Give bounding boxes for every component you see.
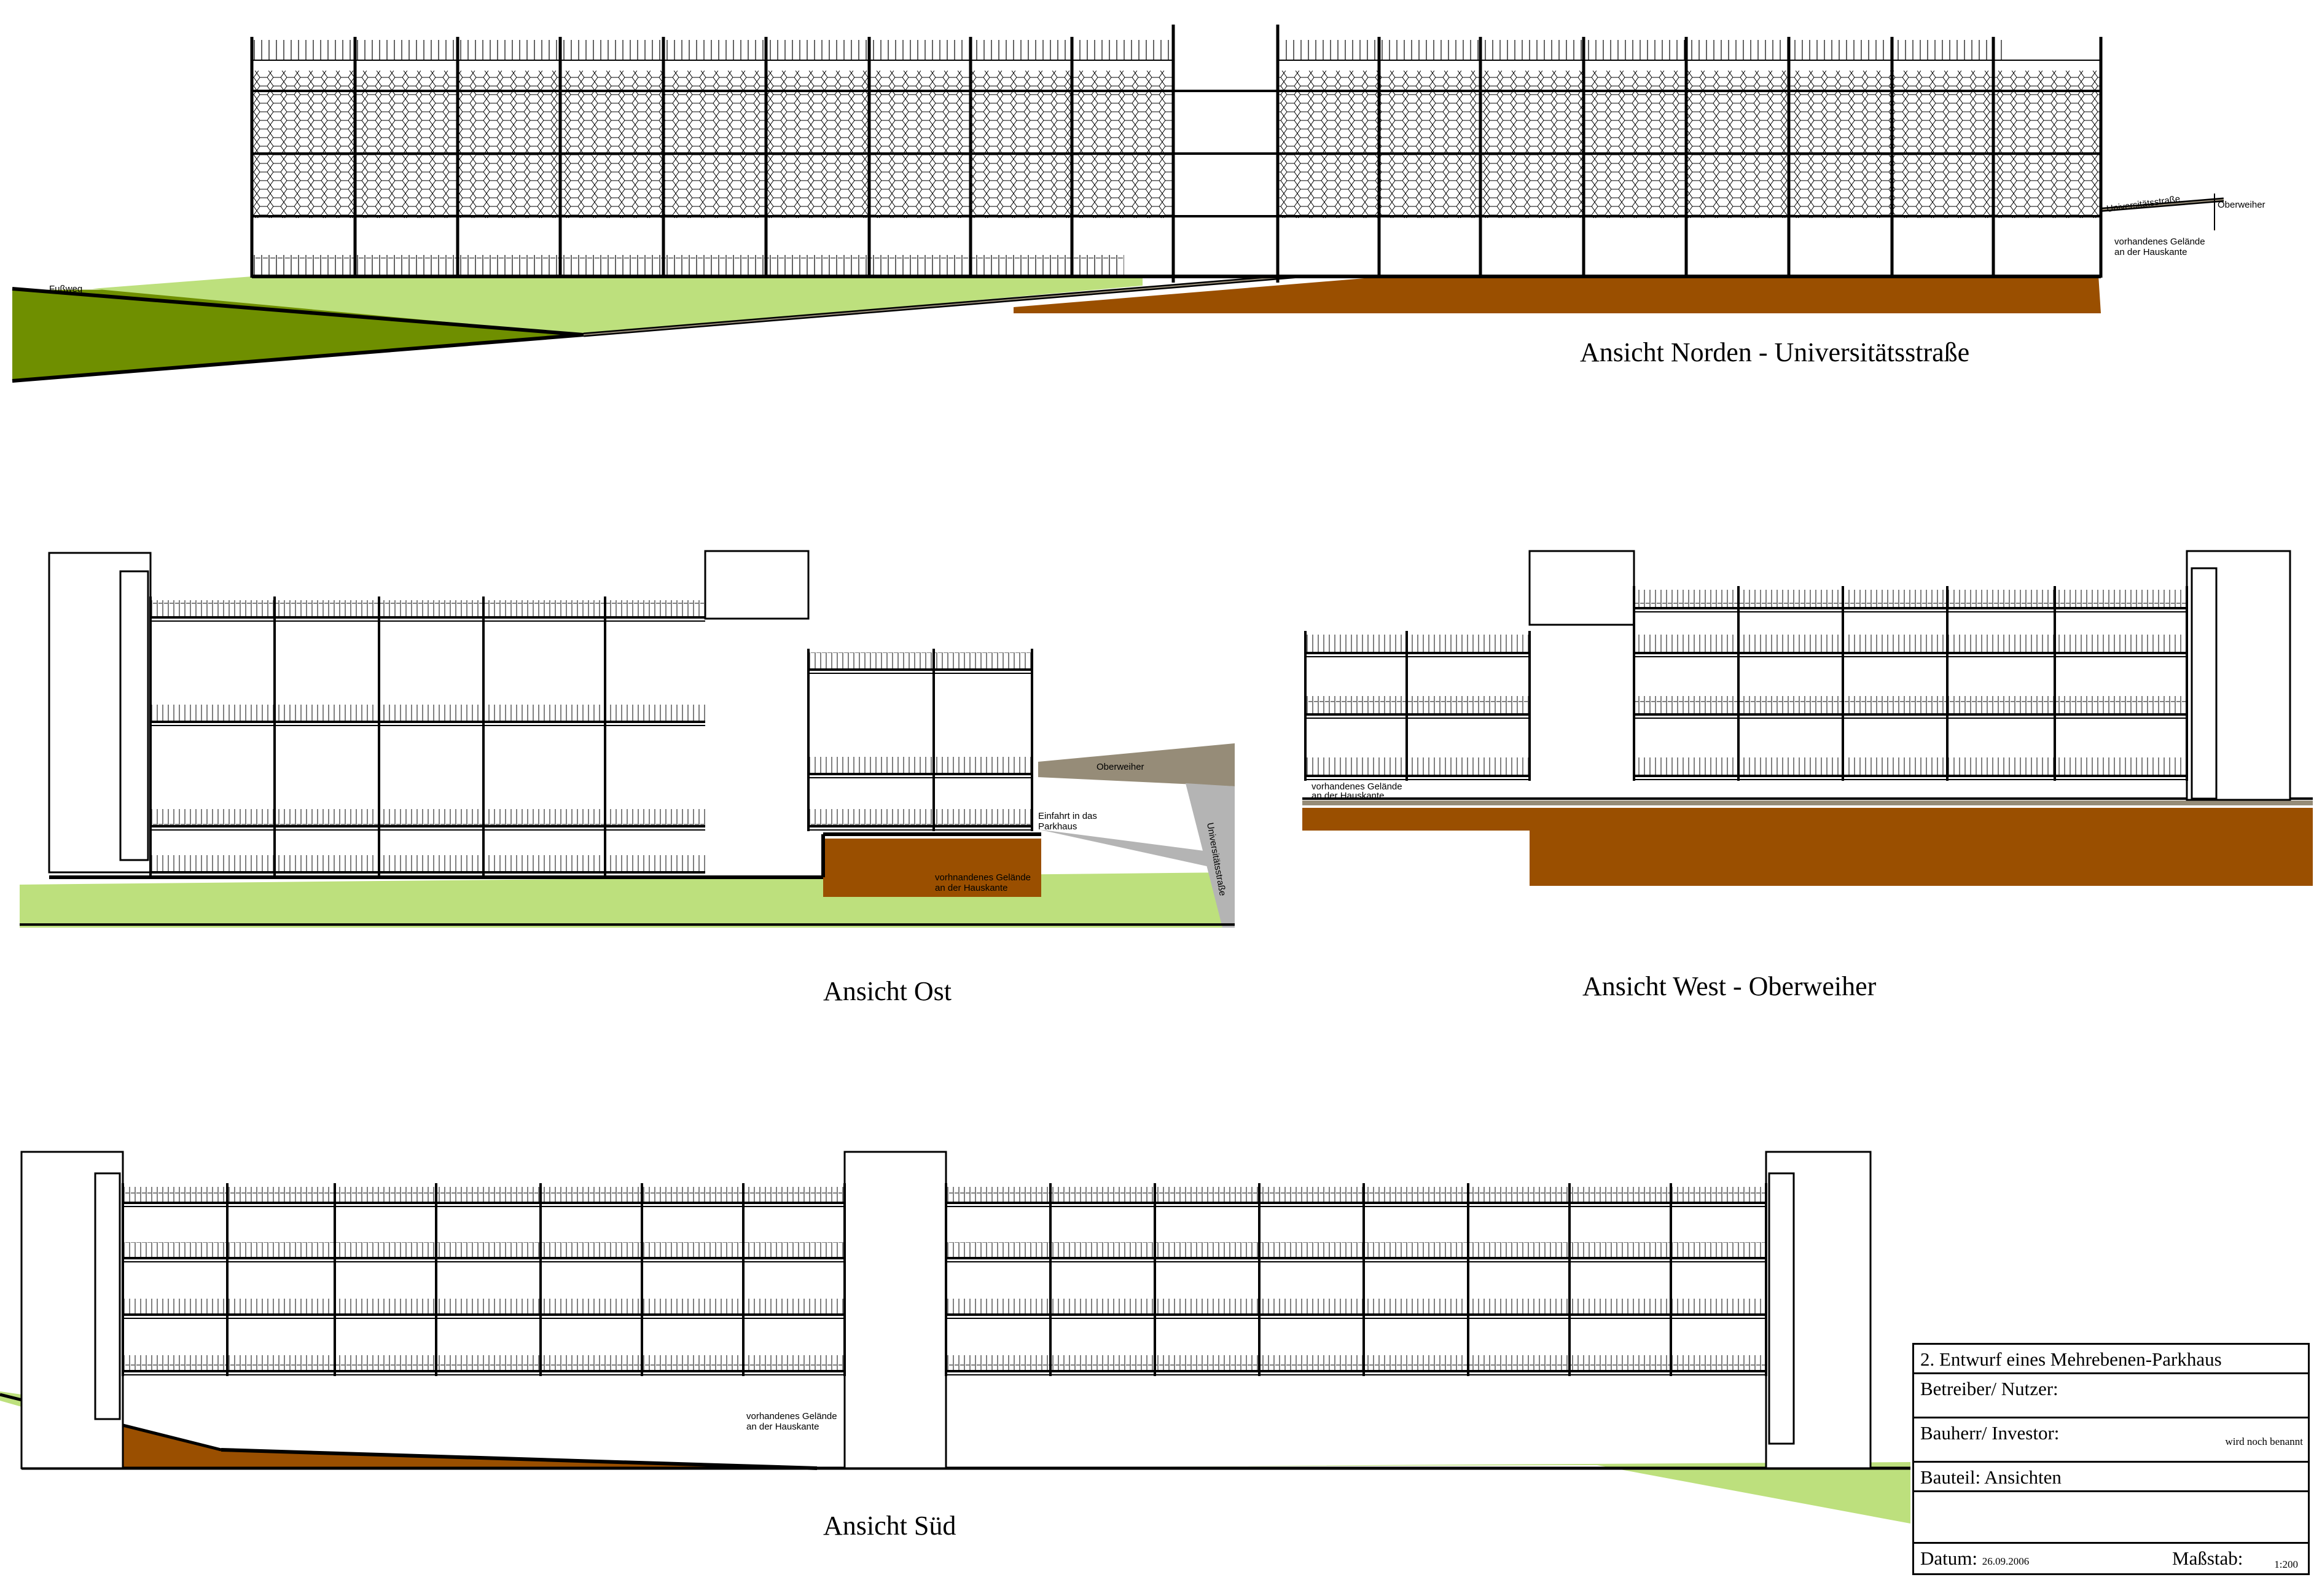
railing — [123, 1299, 845, 1315]
east-terrain-label-2: an der Hauskante — [935, 883, 1007, 893]
operator-label: Betreiber/ Nutzer: — [1920, 1378, 2058, 1399]
railing — [123, 1187, 845, 1203]
east-entrance-label-1: Einfahrt in das — [1038, 811, 1097, 821]
client-value: wird noch benannt — [2225, 1436, 2303, 1447]
client-row: Bauherr/ Investor: wird noch benannt — [1914, 1418, 2308, 1463]
railing — [1634, 696, 2187, 714]
north-street-label: Universitätsstraße — [2106, 194, 2181, 214]
north-pond-label: Oberweiher — [2218, 200, 2265, 210]
east-grass — [20, 872, 1235, 928]
railing — [946, 1299, 1766, 1315]
north-light-grass — [92, 276, 1143, 335]
railing — [150, 600, 605, 617]
title-block: 2. Entwurf eines Mehrebenen-Parkhaus Bet… — [1912, 1343, 2310, 1575]
railing — [946, 1355, 1766, 1371]
north-view-title: Ansicht Norden - Universitätsstraße — [1580, 337, 1970, 367]
date-value: 26.09.2006 — [1982, 1555, 2030, 1567]
north-elevation: Fußweg Universitätsstraße Oberweiher vor… — [12, 25, 2265, 383]
south-grass — [1149, 1462, 1910, 1524]
operator-row: Betreiber/ Nutzer: — [1914, 1374, 2308, 1418]
railing — [1305, 635, 1530, 653]
railing — [808, 809, 1032, 826]
railing — [605, 809, 705, 826]
date-label: Datum: — [1920, 1547, 1977, 1569]
scale-label: Maßstab: — [2172, 1547, 2243, 1569]
railing — [1634, 757, 2187, 776]
north-footpath-label: Fußweg — [49, 284, 82, 294]
west-view-title: Ansicht West - Oberweiher — [1582, 971, 1877, 1001]
railing — [946, 1242, 1766, 1258]
south-soil — [22, 1398, 817, 1468]
railing — [605, 705, 705, 722]
east-entrance-label-2: Parkhaus — [1038, 821, 1077, 832]
west-soil-lower — [1530, 831, 2313, 886]
east-terrain-label-1: vorhnandenes Gelände — [935, 872, 1031, 883]
south-view-title: Ansicht Süd — [823, 1511, 956, 1541]
railing — [150, 809, 605, 826]
railing — [123, 1355, 845, 1371]
client-label: Bauherr/ Investor: — [1920, 1422, 2060, 1444]
railing — [1305, 757, 1530, 776]
south-terrain-label-2: an der Hauskante — [746, 1422, 819, 1432]
railing — [150, 855, 605, 872]
empty-row — [1914, 1492, 2308, 1544]
railing — [946, 1187, 1766, 1203]
east-pond-label: Oberweiher — [1096, 762, 1144, 772]
railing — [605, 600, 705, 617]
railing — [605, 855, 705, 872]
date-scale-row: Datum: 26.09.2006 Maßstab: 1:200 — [1914, 1544, 2308, 1573]
railing — [123, 1242, 845, 1258]
component-row: Bauteil: Ansichten — [1914, 1463, 2308, 1492]
railing — [1305, 696, 1530, 714]
west-terrain-label-2: an der Hauskante — [1312, 791, 1384, 801]
west-terrain-label-1: vorhandenes Gelände — [1312, 781, 1402, 792]
component-label: Bauteil: Ansichten — [1920, 1466, 2062, 1488]
railing — [808, 652, 1032, 670]
railing — [150, 705, 605, 722]
west-soil-upper — [1302, 808, 2313, 831]
railing — [1634, 590, 2187, 608]
east-street-label: Universitätsstraße — [1205, 822, 1228, 897]
scale-value: 1:200 — [2274, 1559, 2298, 1570]
railing — [808, 757, 1032, 774]
north-terrain-label-2: an der Hauskante — [2114, 247, 2187, 257]
south-terrain-label-1: vorhandenes Gelände — [746, 1411, 837, 1422]
north-terrain-label-1: vorhandenes Gelände — [2114, 237, 2205, 247]
east-view-title: Ansicht Ost — [823, 976, 952, 1006]
project-title: 2. Entwurf eines Mehrebenen-Parkhaus — [1914, 1345, 2308, 1374]
railing — [1634, 635, 2187, 653]
